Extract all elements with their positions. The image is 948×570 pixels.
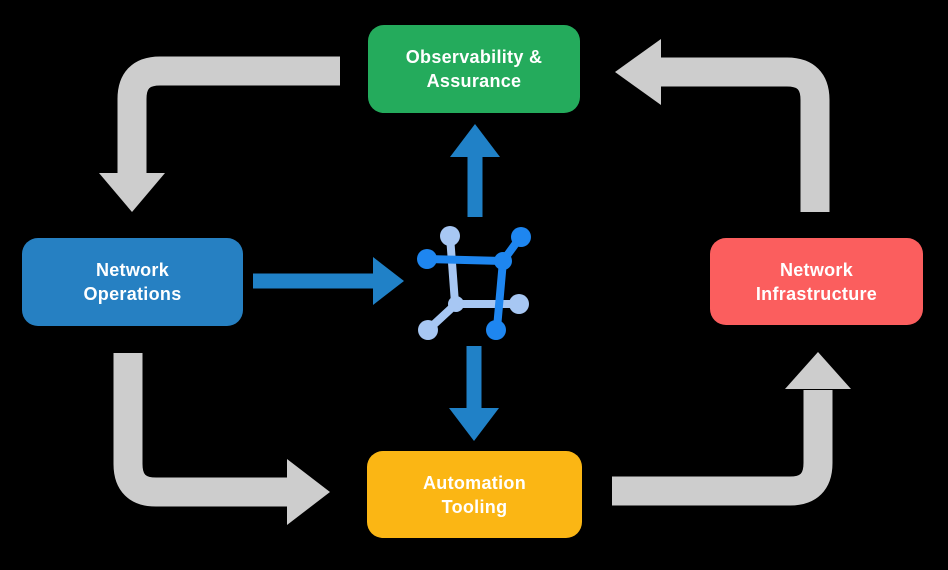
icon-bottom-left-node [418,320,438,340]
arrow-head [449,408,499,441]
arrow-head [450,124,500,157]
node-observability-assurance: Observability & Assurance [368,25,580,113]
arrow-platform-to-observability [450,124,500,217]
arrow-observability-to-operations [99,56,340,212]
icon-right-edge [493,257,507,332]
arrow-shaft [658,57,830,212]
icon-top-node [440,226,460,246]
arrow-tooling-to-infrastructure [612,352,851,506]
node-label-line: Infrastructure [755,283,878,304]
node-label-line: Network [779,259,854,280]
node-label-line: Tooling [441,496,508,517]
arrow-operations-to-platform [253,257,404,305]
arrow-infrastructure-to-observability [615,39,830,212]
node-label-line: Automation [423,472,526,493]
node-network-operations: Network Operations [22,238,243,326]
icon-bottom-node [486,320,506,340]
icon-right-node [509,294,529,314]
arrow-head [287,459,330,525]
arrow-shaft [117,56,340,176]
node-network-infrastructure: Network Infrastructure [710,238,923,325]
arrow-head [615,39,661,105]
icon-bottom-left-joint [448,296,464,312]
icon-top-right-node [511,227,531,247]
arrow-operations-to-tooling [113,353,330,525]
icon-left-edge [446,232,459,307]
icon-top-right-joint [494,252,512,270]
network-automation-icon [417,226,531,340]
node-label-line: Assurance [426,71,522,91]
node-label-line: Operations [83,284,182,304]
arrow-head [99,173,165,212]
node-label-line: Network [95,260,170,280]
icon-left-node [417,249,437,269]
arrow-shaft [612,390,833,506]
arrow-head [373,257,404,305]
arrow-shaft [113,353,289,507]
node-label-line: Observability & [405,47,543,67]
node-automation-tooling: Automation Tooling [367,451,582,538]
icon-top-edge [423,255,507,265]
arrow-platform-to-tooling [449,346,499,441]
arrow-head [785,352,851,389]
